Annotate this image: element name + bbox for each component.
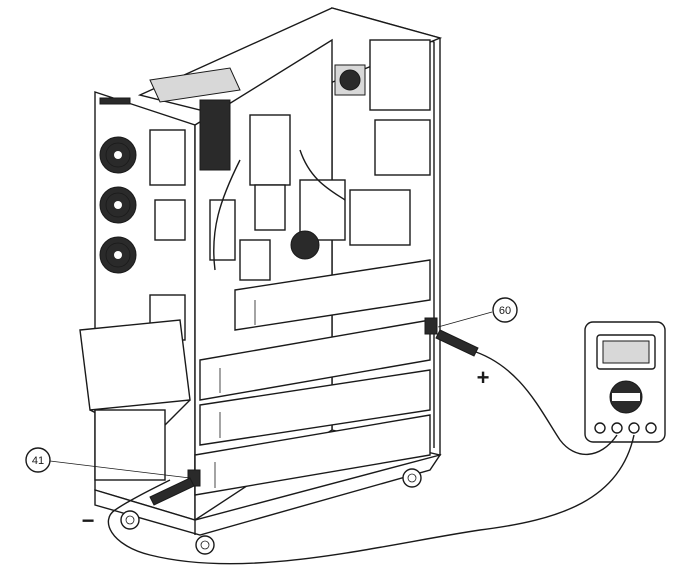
negative-probe-lead <box>107 434 635 565</box>
caster-wheel-icon <box>402 468 422 488</box>
side-module <box>154 199 186 241</box>
fan-icon <box>99 186 137 224</box>
power-electronics <box>199 39 431 281</box>
battery-tray-upper <box>234 259 431 331</box>
test-probe-icon <box>435 329 479 357</box>
fan-icon <box>99 136 137 174</box>
callout-60: 60 <box>492 297 518 323</box>
callout-41: 41 <box>25 447 51 473</box>
callout-60-label: 60 <box>499 305 511 317</box>
callout-41-label: 41 <box>32 455 44 467</box>
fan-icon <box>290 230 320 260</box>
fan-icon <box>99 236 137 274</box>
caster-wheel-icon <box>120 510 140 530</box>
distribution-box <box>79 319 191 411</box>
test-probe-icon <box>149 477 195 506</box>
battery-icon <box>424 317 438 335</box>
vent-icon <box>99 97 131 105</box>
side-module <box>149 129 186 186</box>
negative-sign: − <box>82 508 95 533</box>
battery-tray-middle <box>199 319 431 401</box>
multimeter-icon <box>584 321 666 443</box>
positive-probe-lead <box>469 349 618 456</box>
battery-tray-lower-1 <box>199 369 431 446</box>
positive-sign: + <box>477 365 490 390</box>
lower-side-panel <box>94 409 166 481</box>
caster-wheel-icon <box>195 535 215 555</box>
